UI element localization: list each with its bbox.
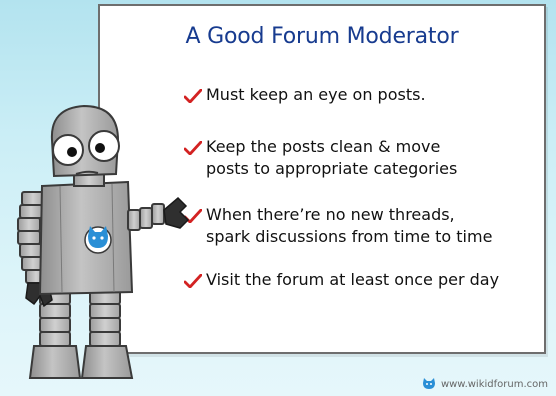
robot-arm-right <box>127 203 165 231</box>
checkmark-icon <box>184 141 202 155</box>
bullet-item: Visit the forum at least once per day <box>184 269 499 291</box>
robot-claw-right <box>163 196 190 229</box>
footer-url: www.wikidforum.com <box>440 378 548 390</box>
footer-credit: www.wikidforum.com <box>422 378 548 390</box>
robot-foot-left <box>28 345 82 379</box>
bullet-line: spark discussions from time to time <box>206 227 493 246</box>
robot-foot-right <box>80 345 134 379</box>
bullet-item: Keep the posts clean & move posts to app… <box>184 136 457 180</box>
bullet-line: Visit the forum at least once per day <box>206 270 500 289</box>
cat-logo-icon <box>422 378 435 389</box>
bullet-line: Keep the posts clean & move <box>206 137 441 156</box>
bullet-line: When there’re no new threads, <box>206 205 455 224</box>
robot-mascot <box>17 104 190 379</box>
checkmark-icon <box>184 274 202 288</box>
cat-badge-icon <box>88 226 108 248</box>
checkmark-icon <box>184 89 202 103</box>
bullet-item: When there’re no new threads, spark disc… <box>184 204 492 248</box>
bullet-item: Must keep an eye on posts. <box>184 84 426 106</box>
bullet-line: posts to appropriate categories <box>206 159 458 178</box>
whiteboard: A Good Forum Moderator Must keep an eye … <box>98 4 546 354</box>
bullet-line: Must keep an eye on posts. <box>206 85 426 104</box>
board-title: A Good Forum Moderator <box>185 24 459 49</box>
